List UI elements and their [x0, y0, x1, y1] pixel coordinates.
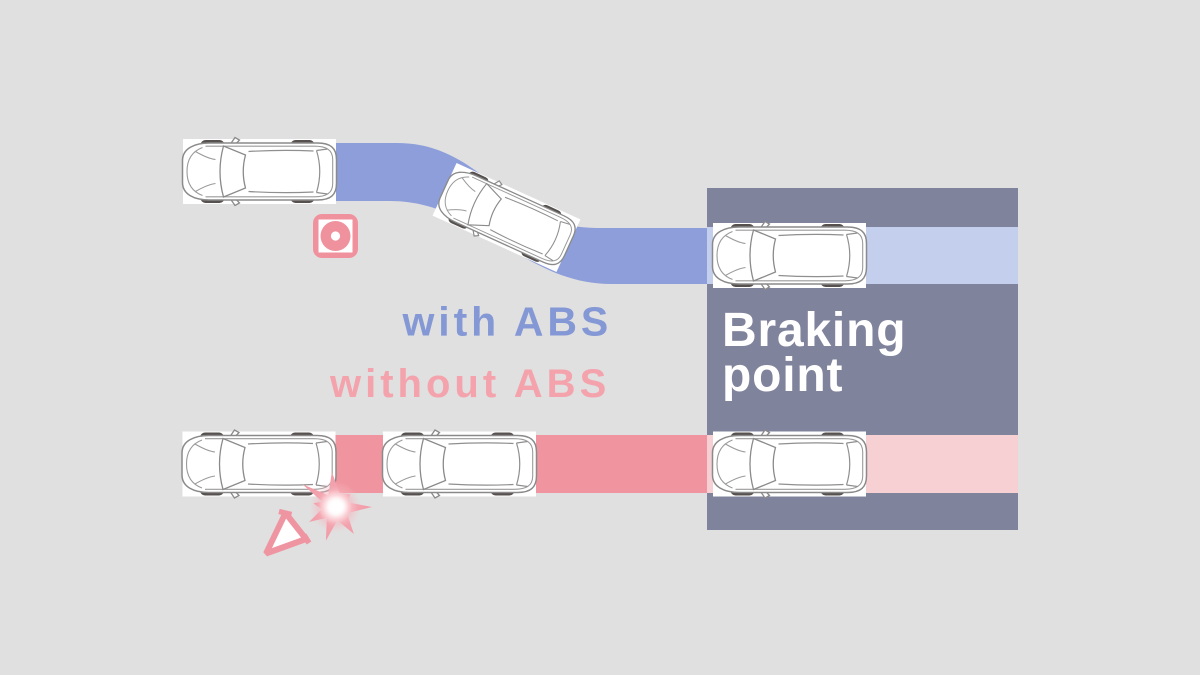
svg-text:point: point — [722, 349, 843, 402]
svg-text:with ABS: with ABS — [402, 299, 613, 345]
svg-text:Braking: Braking — [722, 304, 906, 357]
svg-text:without ABS: without ABS — [329, 362, 610, 406]
